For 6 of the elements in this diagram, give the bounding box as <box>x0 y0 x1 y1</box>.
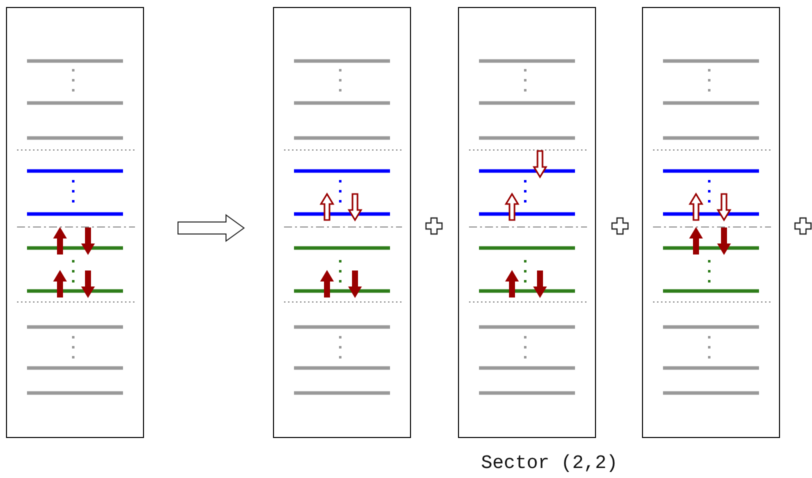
orbital-panel <box>642 7 780 438</box>
sector-caption: Sector (2,2) <box>481 452 618 474</box>
orbital-panel <box>6 7 144 438</box>
orbital-panel <box>273 7 411 438</box>
orbital-panel <box>458 7 596 438</box>
arrow <box>178 214 245 242</box>
